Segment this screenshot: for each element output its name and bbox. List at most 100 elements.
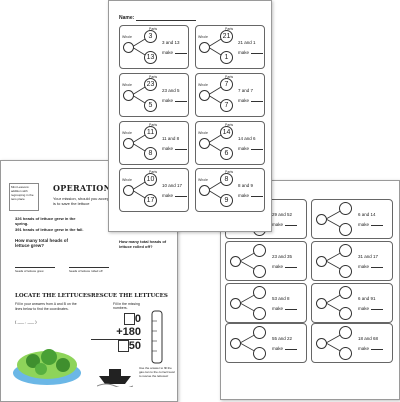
make-label: make — [358, 346, 370, 351]
make-prompt: make — [358, 346, 384, 351]
whole-circle[interactable] — [316, 338, 327, 349]
make-label: make — [238, 98, 250, 103]
part-circle-top[interactable] — [253, 244, 266, 257]
answer-blank[interactable] — [285, 306, 298, 310]
whole-circle[interactable] — [230, 298, 241, 309]
name-line[interactable] — [135, 16, 196, 21]
part-circle-top: 23 — [144, 78, 157, 91]
part-circle-top[interactable] — [339, 244, 352, 257]
whole-circle[interactable] — [316, 298, 327, 309]
whole-circle[interactable] — [199, 138, 210, 149]
part-circle-top: 21 — [220, 30, 233, 43]
make-prompt: make — [272, 264, 298, 269]
make-label: make — [272, 346, 284, 351]
whole-circle[interactable] — [230, 256, 241, 267]
answer-blank[interactable] — [285, 346, 298, 350]
part-circle-bottom[interactable] — [339, 265, 352, 278]
pair-text: 18 and 68 — [358, 336, 379, 341]
make-label: make — [162, 50, 174, 55]
parts-label: Parts — [149, 75, 158, 79]
part-circle-top: 8 — [220, 173, 233, 186]
answer-blank[interactable] — [285, 222, 298, 226]
make-label: make — [272, 306, 284, 311]
part-circle-top[interactable] — [339, 286, 352, 299]
part-circle-bottom[interactable] — [339, 307, 352, 320]
make-prompt: make — [238, 193, 264, 198]
part-circle-bottom: 13 — [144, 51, 157, 64]
answer-blank[interactable] — [175, 50, 188, 54]
answer-blank[interactable] — [371, 346, 384, 350]
part-bottom-value: 13 — [146, 54, 155, 61]
answer-blank[interactable] — [175, 146, 188, 150]
whole-circle[interactable] — [230, 338, 241, 349]
make-prompt: make — [162, 98, 188, 103]
answer-blank[interactable] — [175, 193, 188, 197]
part-top-value: 8 — [224, 176, 229, 183]
answer-blank[interactable] — [251, 193, 264, 197]
make-label: make — [162, 146, 174, 151]
whole-circle[interactable] — [123, 90, 134, 101]
whole-circle[interactable] — [199, 185, 210, 196]
part-circle-bottom[interactable] — [253, 307, 266, 320]
parts-label: Parts — [225, 123, 234, 127]
part-circle-top[interactable] — [339, 326, 352, 339]
parts-label: Parts — [149, 27, 158, 31]
part-circle-top[interactable] — [253, 286, 266, 299]
part-circle-bottom[interactable] — [253, 347, 266, 360]
pair-text: 8 and 9 — [238, 183, 254, 188]
sum-box[interactable] — [117, 340, 129, 353]
part-circle-bottom[interactable] — [339, 347, 352, 360]
whole-circle[interactable] — [123, 42, 134, 53]
whole-circle[interactable] — [199, 90, 210, 101]
pair-text: 21 and 1 — [238, 40, 256, 45]
pair-text: 29 and 52 — [272, 212, 293, 217]
whole-circle[interactable] — [123, 185, 134, 196]
make-prompt: make — [358, 306, 384, 311]
parts-label: Parts — [225, 27, 234, 31]
part-circle-top: 3 — [144, 30, 157, 43]
part-bottom-value: 5 — [148, 102, 153, 109]
whole-circle[interactable] — [199, 42, 210, 53]
make-label: make — [238, 50, 250, 55]
part-circle-bottom: 7 — [220, 99, 233, 112]
answer-line-2[interactable] — [69, 267, 109, 268]
pair-text: 6 and 91 — [358, 296, 376, 301]
answer-blank[interactable] — [371, 306, 384, 310]
name-field[interactable]: Name: — [119, 15, 196, 21]
answer-line-1[interactable] — [15, 267, 55, 268]
make-label: make — [272, 222, 284, 227]
whole-label: Whole — [122, 83, 132, 87]
whole-circle[interactable] — [316, 256, 327, 267]
pair-text: 7 and 7 — [238, 88, 254, 93]
story-line-1: 326 heads of lettuce grew in the spring. — [15, 216, 76, 226]
coordinate-blanks[interactable]: ( ___ , ___ ) — [15, 319, 37, 324]
answer-blank[interactable] — [251, 98, 264, 102]
whole-circle[interactable] — [123, 138, 134, 149]
mission-text: Your mission, should you accept it, is t… — [53, 196, 115, 206]
missing-digit-box[interactable] — [123, 313, 135, 326]
answer-label-1: heads of lettuce grew — [15, 269, 44, 273]
part-circle-bottom[interactable] — [253, 265, 266, 278]
answer-blank[interactable] — [175, 98, 188, 102]
answer-label-2: heads of lettuce rolled off — [69, 269, 103, 273]
whole-label: Whole — [122, 35, 132, 39]
part-circle-top[interactable] — [339, 202, 352, 215]
part-circle-bottom[interactable] — [339, 223, 352, 236]
answer-blank[interactable] — [371, 264, 384, 268]
answer-blank[interactable] — [285, 264, 298, 268]
part-bottom-value: 17 — [146, 197, 155, 204]
part-circle-top: 14 — [220, 126, 233, 139]
name-label: Name: — [119, 15, 135, 21]
answer-blank[interactable] — [251, 146, 264, 150]
part-circle-top[interactable] — [253, 326, 266, 339]
answer-blank[interactable] — [251, 50, 264, 54]
whole-circle[interactable] — [316, 214, 327, 225]
answer-blank[interactable] — [371, 222, 384, 226]
make-label: make — [162, 193, 174, 198]
